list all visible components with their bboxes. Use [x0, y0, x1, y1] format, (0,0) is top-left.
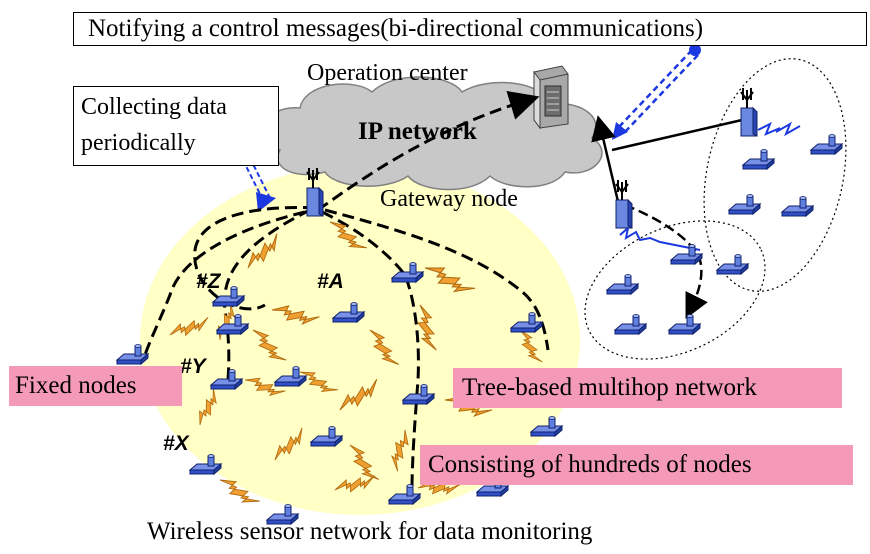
uplink-dashed-arrow	[317, 90, 540, 212]
sensor-field	[140, 165, 580, 515]
server-icon	[533, 65, 569, 130]
remote-sensor-nodes	[606, 134, 843, 335]
gateway-node-right-2	[740, 87, 758, 137]
gateway-node-label: Gateway node	[380, 186, 518, 212]
tree-based-network-label: Tree-based multihop network	[453, 368, 842, 408]
collecting-line-2: periodically	[81, 130, 196, 156]
node-id-y: #Y	[180, 355, 206, 378]
operation-center-label: Operation center	[307, 60, 468, 86]
fixed-nodes-label: Fixed nodes	[9, 366, 182, 406]
node-id-z: #Z	[196, 270, 221, 293]
node-id-x: #X	[163, 432, 189, 455]
diagram-caption: Wireless sensor network for data monitor…	[147, 518, 593, 545]
collecting-line-1: Collecting data	[81, 94, 227, 120]
cluster-ellipse-lower	[584, 220, 766, 360]
control-message-arrow	[612, 44, 701, 140]
gateway-node-right-1	[615, 179, 633, 229]
hundreds-of-nodes-label: Consisting of hundreds of nodes	[420, 445, 853, 485]
cluster-ellipse-upper	[703, 58, 847, 292]
control-messages-banner: Notifying a control messages(bi-directio…	[73, 12, 867, 46]
collecting-data-callout: Collecting data periodically	[73, 86, 279, 166]
remote-wireless-links	[619, 121, 801, 251]
ip-network-label: IP network	[358, 118, 477, 145]
node-id-a: #A	[317, 270, 344, 293]
